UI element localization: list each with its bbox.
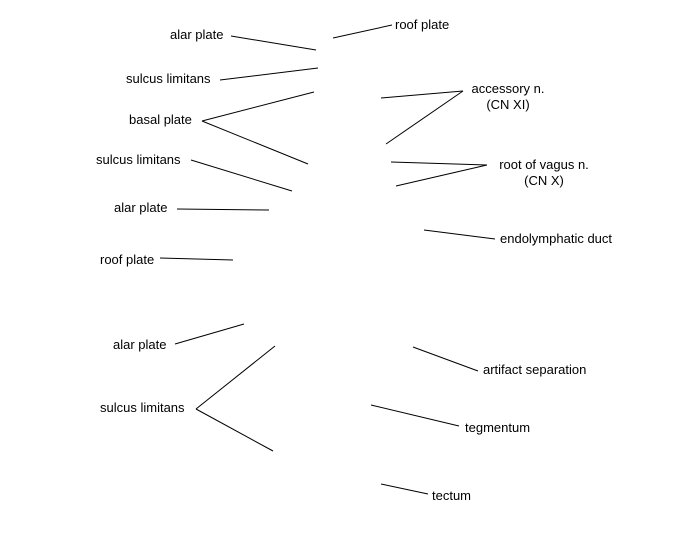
label-root-vagus-line1: root of vagus n. (499, 157, 589, 172)
leader-roof-plate-1 (332, 24, 393, 39)
label-sulcus-limitans-2: sulcus limitans (96, 152, 181, 167)
leader-root-vagus-lower (395, 164, 488, 187)
label-sulcus-limitans-1: sulcus limitans (126, 71, 211, 86)
leader-sulcus-limitans-2 (190, 159, 293, 192)
leader-tectum (380, 483, 429, 495)
label-root-vagus-line2: (CN X) (524, 173, 564, 188)
label-roof-plate-2: roof plate (100, 252, 155, 267)
leader-alar-plate-3 (174, 323, 245, 345)
leader-tegmentum (370, 404, 460, 427)
label-alar-plate-2: alar plate (114, 200, 168, 215)
label-sulcus-limitans-3: sulcus limitans (100, 400, 185, 415)
leader-alar-plate-2 (176, 208, 270, 211)
leader-basal-plate-upper (201, 91, 315, 122)
label-tectum: tectum (432, 488, 472, 503)
leader-basal-plate-lower (201, 120, 309, 165)
label-accessory-n-line2: (CN XI) (486, 97, 530, 112)
leader-accessory-n-lower (385, 90, 464, 145)
leader-sulcus-limitans-1 (219, 67, 319, 81)
leader-root-vagus-upper (390, 161, 488, 166)
leader-sulcus-limitans-3-upper (195, 345, 276, 410)
label-roof-plate-1: roof plate (395, 17, 450, 32)
leader-artifact-separation (412, 346, 479, 372)
label-accessory-n: accessory n. (CN XI) (460, 81, 556, 113)
leader-accessory-n-upper (380, 90, 464, 99)
leader-sulcus-limitans-3-lower (195, 408, 274, 452)
label-alar-plate-1: alar plate (170, 27, 224, 42)
label-accessory-n-line1: accessory n. (471, 81, 545, 96)
label-artifact-separation: artifact separation (483, 362, 587, 377)
label-basal-plate: basal plate (129, 112, 192, 127)
label-endolymphatic-duct: endolymphatic duct (500, 231, 613, 246)
leader-alar-plate-1 (230, 35, 317, 51)
leader-roof-plate-2 (159, 257, 234, 261)
label-root-vagus: root of vagus n. (CN X) (486, 157, 602, 189)
label-tegmentum: tegmentum (465, 420, 531, 435)
leader-endolymphatic-duct (423, 229, 496, 240)
label-alar-plate-3: alar plate (113, 337, 167, 352)
